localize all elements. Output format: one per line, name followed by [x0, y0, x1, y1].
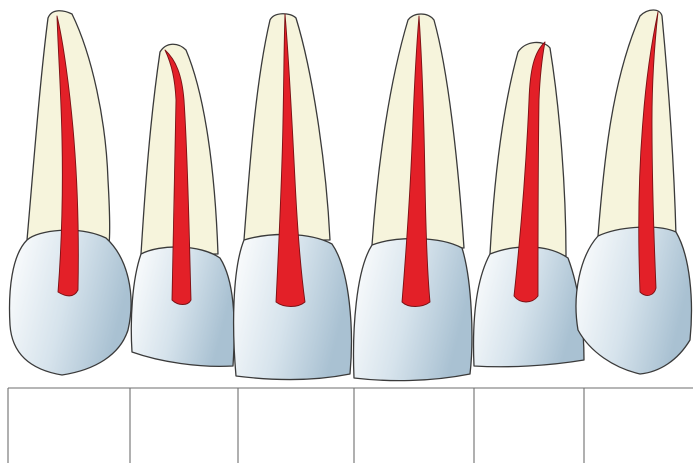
tooth-5 — [474, 42, 584, 367]
label-grid — [8, 388, 693, 463]
tooth-1 — [10, 11, 132, 375]
tooth-6-root — [598, 10, 676, 236]
tooth-4 — [354, 14, 472, 381]
tooth-6 — [576, 10, 691, 374]
tooth-3 — [234, 14, 352, 380]
tooth-6-crown — [576, 227, 691, 374]
tooth-2 — [131, 44, 234, 366]
